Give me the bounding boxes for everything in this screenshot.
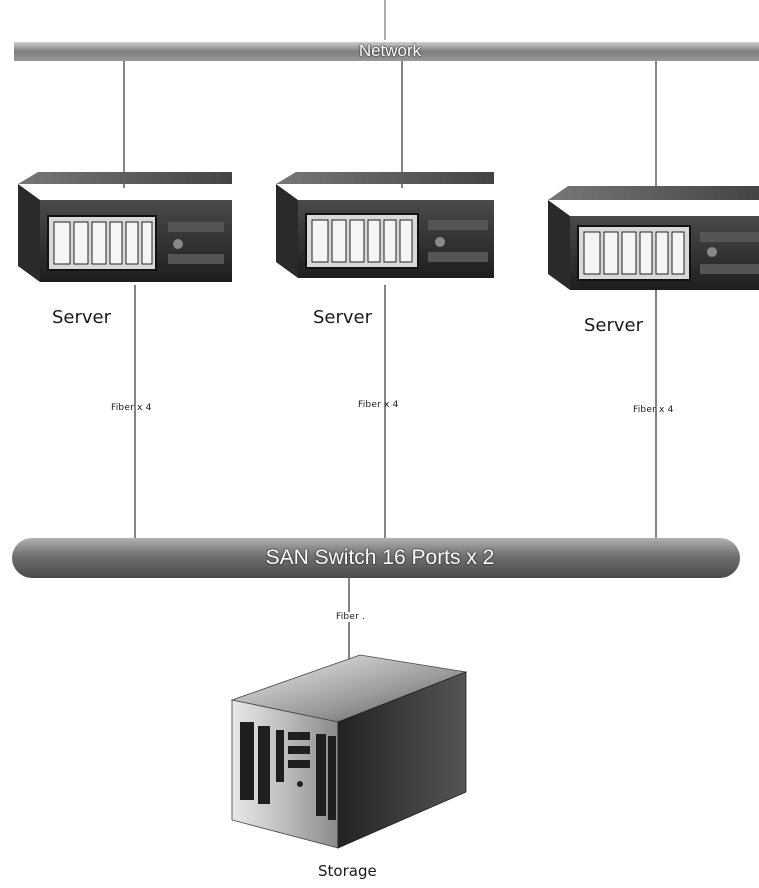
san-switch-bar [12, 538, 740, 578]
server-label-2: Server [313, 307, 373, 328]
storage-icon [230, 654, 468, 849]
storage-label: Storage [318, 862, 377, 880]
network-bar [14, 42, 759, 61]
server-icon-2 [276, 172, 494, 278]
server-label-1: Server [52, 307, 112, 328]
network-label: Network [358, 41, 422, 60]
server-icon-1 [18, 172, 232, 282]
fiber-label-1: Fiber x 4 [111, 403, 152, 413]
fiber-label-3: Fiber x 4 [633, 405, 674, 415]
san-switch-label: SAN Switch 16 Ports x 2 [265, 546, 495, 569]
fiber-label-2: Fiber x 4 [358, 400, 399, 410]
server-icon-3 [548, 186, 759, 290]
storage-fiber-label: Fiber . [334, 612, 368, 622]
server-label-3: Server [584, 315, 644, 336]
